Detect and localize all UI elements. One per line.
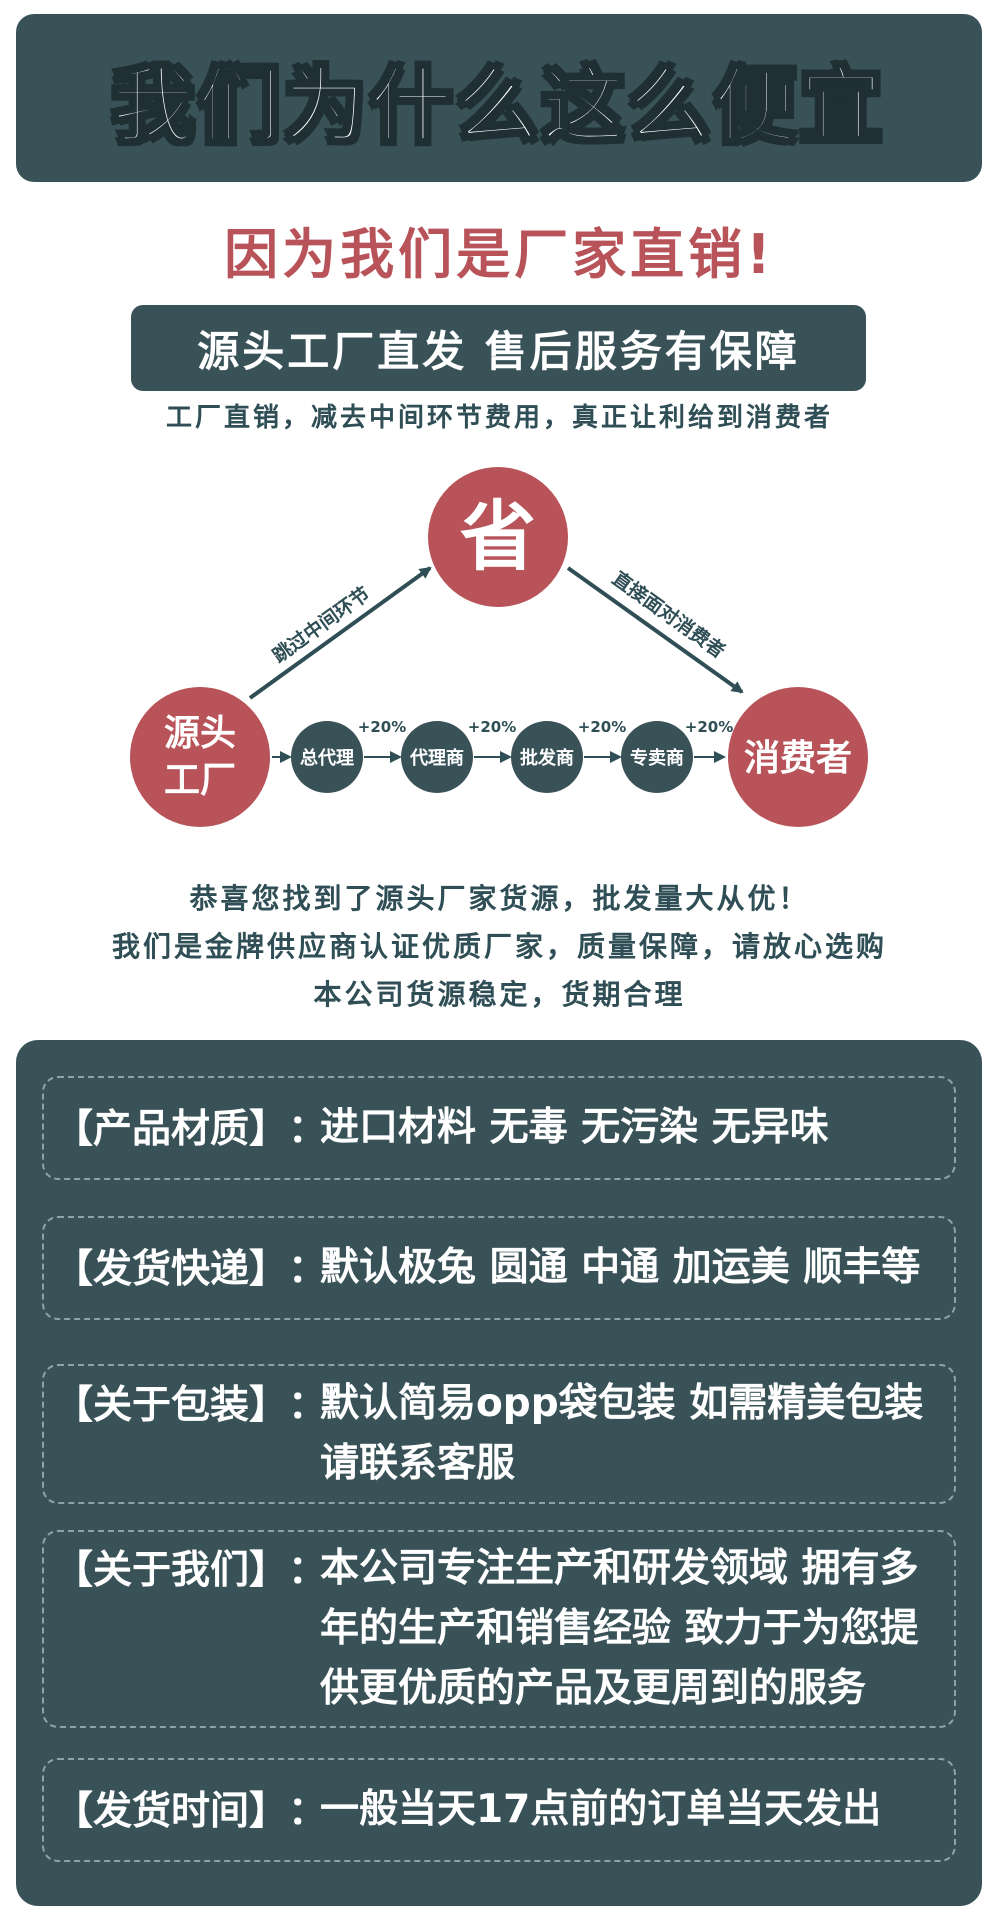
direct-consumer-label: 直接面对消费者: [608, 567, 730, 663]
info-line-2: 我们是金牌供应商认证优质厂家，质量保障，请放心选购: [111, 930, 887, 963]
detail-label: 【产品材质】: [54, 1107, 289, 1152]
detail-label: 【发货快递】: [54, 1247, 289, 1292]
source-factory-label-line2: 工厂: [164, 760, 236, 801]
wholesaler-node: [511, 721, 583, 793]
agent-node: [401, 721, 473, 793]
factory-direct-description: 工厂直销，减去中间环节费用，真正让利给到消费者: [165, 403, 833, 433]
general-agent-node: [291, 721, 363, 793]
general-agent-label: 总代理: [300, 747, 354, 769]
factory-direct-headline: 因为我们是厂家直销!: [224, 223, 775, 286]
save-node-label: 省: [460, 492, 536, 581]
detail-colon: ：: [288, 1107, 328, 1152]
source-factory-node: [130, 687, 270, 827]
detail-colon: ：: [288, 1383, 328, 1428]
detail-label: 【关于包装】: [54, 1383, 289, 1428]
direct-consumer-arrow: [566, 566, 744, 694]
info-line-1: 恭喜您找到了源头厂家货源，批发量大从优！: [189, 882, 810, 915]
detail-value: 一般当天17点前的订单当天发出: [320, 1787, 882, 1832]
detail-colon: ：: [288, 1548, 328, 1593]
detail-shipping-time: 【发货时间】 ： 一般当天17点前的订单当天发出: [42, 1758, 956, 1862]
detail-colon: ：: [288, 1789, 328, 1834]
retailer-node: [621, 721, 693, 793]
info-line-3: 本公司货源稳定，货期合理: [313, 978, 686, 1011]
header-banner: 我们为什么这么便宜: [16, 14, 982, 182]
supply-chain-diagram: 跳过中间环节 直接面对消费者 省 源头 工厂 消费者 +20% +20% +20…: [130, 467, 868, 827]
markup-label-4: +20%: [685, 718, 733, 736]
detail-value: 默认极兔 圆通 中通 加运美 顺丰等: [320, 1245, 921, 1290]
consumer-node: [728, 687, 868, 827]
detail-value: 默认简易opp袋包装 如需精美包装请联系客服: [320, 1381, 924, 1486]
agent-label: 代理商: [409, 747, 464, 769]
detail-label: 【发货时间】: [54, 1789, 289, 1834]
info-lines: 恭喜您找到了源头厂家货源，批发量大从优！ 我们是金牌供应商认证优质厂家，质量保障…: [0, 875, 999, 1019]
page-title: 我们为什么这么便宜: [110, 57, 886, 155]
skip-middlemen-arrow: [248, 566, 432, 700]
save-node: [428, 467, 568, 607]
source-factory-label-line1: 源头: [164, 713, 236, 754]
skip-middlemen-label: 跳过中间环节: [268, 582, 374, 667]
retailer-label: 专卖商: [630, 747, 684, 769]
detail-value: 本公司专注生产和研发领域 拥有多年的生产和销售经验 致力于为您提供更优质的产品及…: [320, 1546, 919, 1711]
detail-about-us: 【关于我们】 ： 本公司专注生产和研发领域 拥有多年的生产和销售经验 致力于为您…: [42, 1530, 956, 1728]
markup-label-3: +20%: [578, 718, 626, 736]
detail-label: 【关于我们】: [54, 1548, 289, 1593]
details-panel: 【产品材质】 ： 进口材料 无毒 无污染 无异味 【发货快递】 ： 默认极兔 圆…: [16, 1040, 982, 1906]
detail-colon: ：: [288, 1247, 328, 1292]
detail-shipping-courier: 【发货快递】 ： 默认极兔 圆通 中通 加运美 顺丰等: [42, 1216, 956, 1320]
markup-label-1: +20%: [358, 718, 406, 736]
markup-label-2: +20%: [468, 718, 516, 736]
consumer-node-label: 消费者: [744, 738, 852, 779]
detail-value: 进口材料 无毒 无污染 无异味: [320, 1105, 829, 1150]
detail-packaging: 【关于包装】 ： 默认简易opp袋包装 如需精美包装请联系客服: [42, 1364, 956, 1504]
wholesaler-label: 批发商: [520, 747, 574, 769]
guarantee-text: 源头工厂直发 售后服务有保障: [197, 326, 800, 376]
detail-material: 【产品材质】 ： 进口材料 无毒 无污染 无异味: [42, 1076, 956, 1180]
guarantee-banner: 源头工厂直发 售后服务有保障: [131, 305, 866, 391]
